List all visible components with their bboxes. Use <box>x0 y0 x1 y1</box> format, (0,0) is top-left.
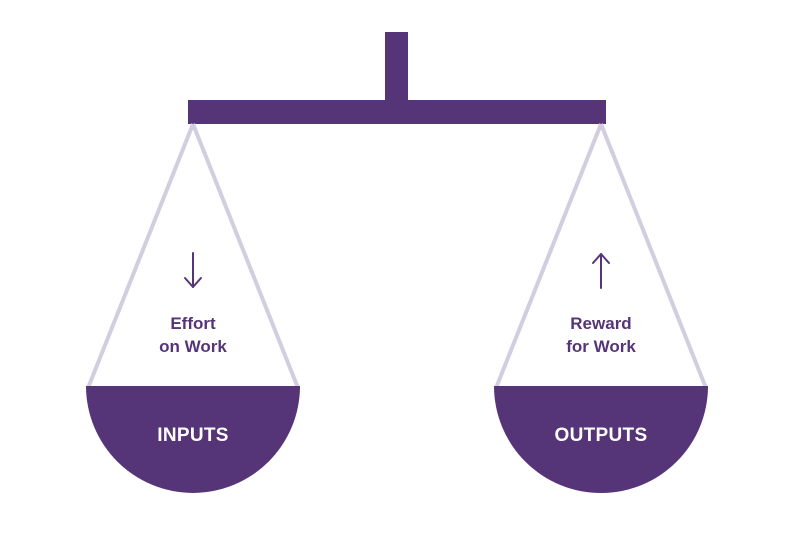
left-pan-string-right <box>191 123 300 389</box>
scale-post <box>385 32 408 104</box>
outputs-label: OUTPUTS <box>554 425 648 446</box>
inputs-label: INPUTS <box>157 425 229 446</box>
arrow-up-icon <box>592 253 610 289</box>
right-pan-string-left <box>494 123 603 389</box>
left-pan-caption: Effort on Work <box>159 314 227 356</box>
left-pan <box>86 386 300 493</box>
arrow-down-icon <box>184 252 202 288</box>
scale-beam <box>188 100 606 124</box>
right-pan-string-right <box>599 123 708 389</box>
left-pan-string-left <box>86 123 195 389</box>
right-pan <box>494 386 708 493</box>
right-pan-caption: Reward for Work <box>566 314 636 356</box>
